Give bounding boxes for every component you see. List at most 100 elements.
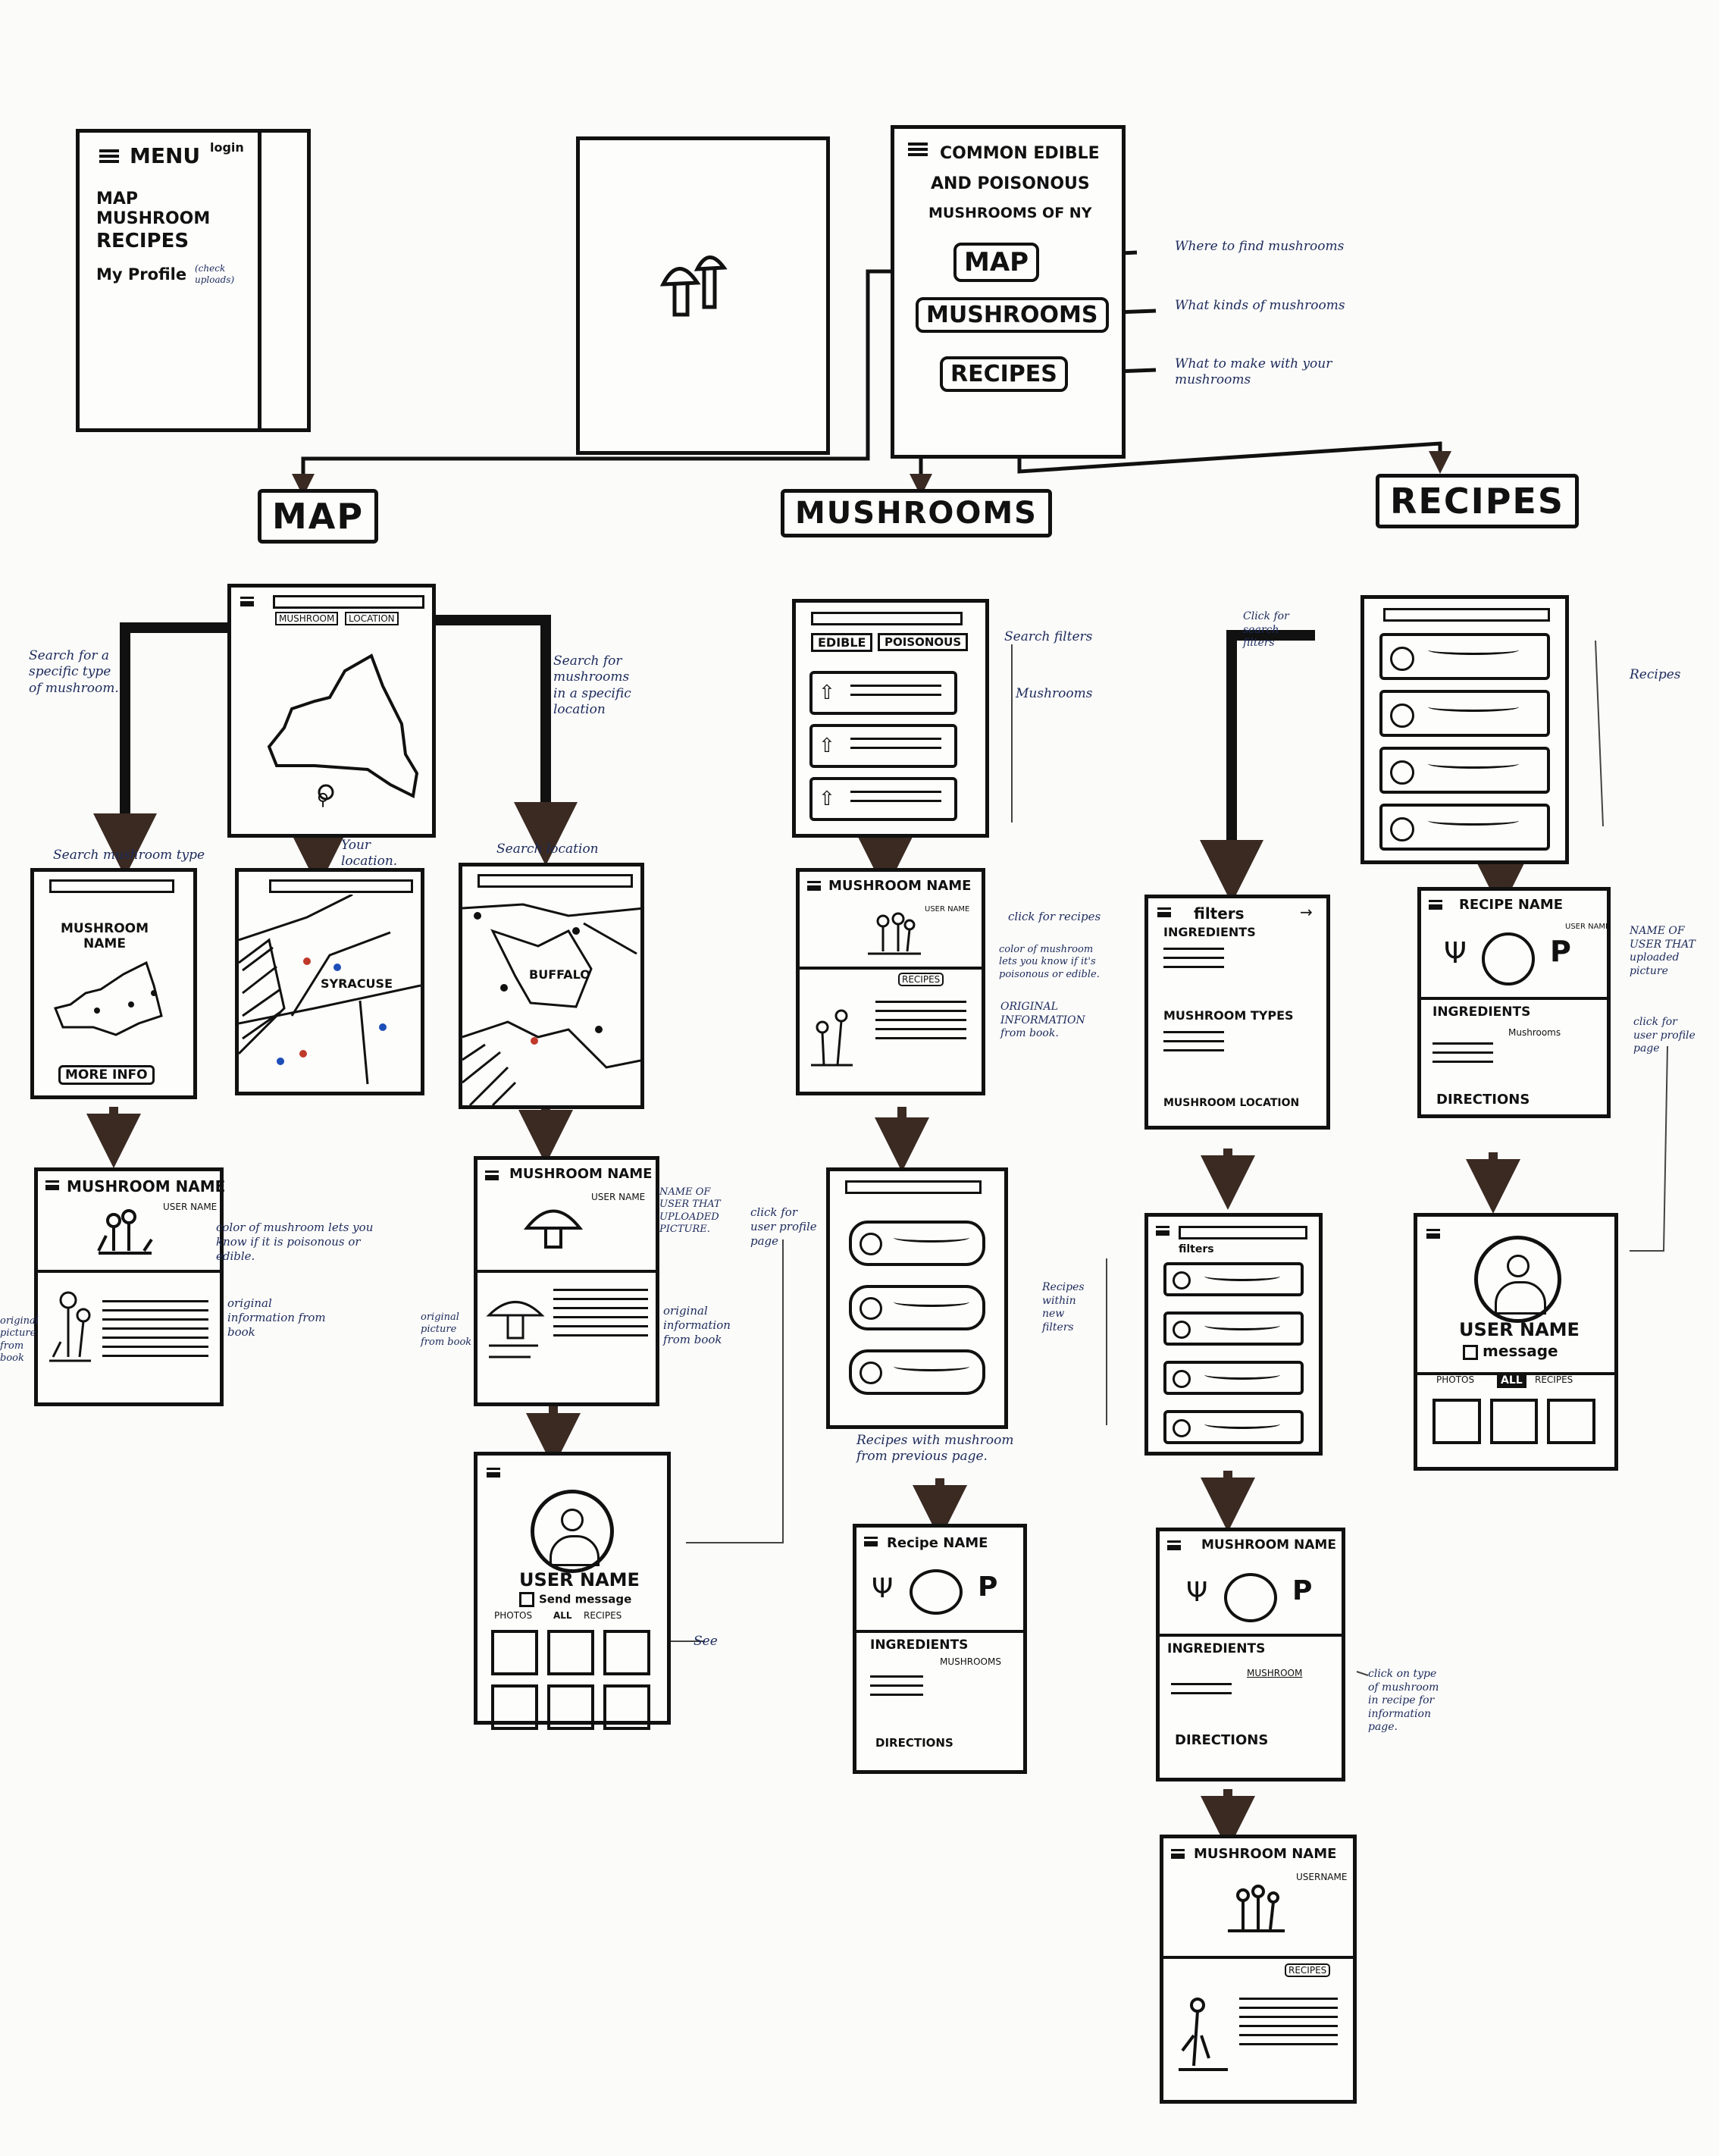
ingredients-heading: INGREDIENTS [1432, 1004, 1531, 1020]
send-message-button[interactable]: Send message [519, 1592, 631, 1607]
mushroom-list-item[interactable]: ⇧ [809, 724, 957, 768]
divider [856, 1630, 1023, 1633]
arrow-right-icon[interactable]: → [1300, 903, 1313, 921]
user-name: USER NAME [519, 1569, 640, 1590]
user-name-link[interactable]: USERNAME [1296, 1872, 1348, 1882]
ingredient-options[interactable] [1163, 948, 1224, 975]
recipe-list-item[interactable] [1379, 690, 1550, 737]
location-search-input[interactable] [478, 874, 633, 888]
home-mushrooms-button[interactable]: MUSHROOMS [916, 297, 1109, 333]
menu-icon[interactable] [864, 1537, 878, 1546]
recipe-list-item[interactable] [1163, 1262, 1304, 1296]
mushroom-type-options[interactable] [1163, 1031, 1224, 1058]
mushroom-photo-icon [523, 1209, 584, 1249]
menu-icon[interactable] [908, 143, 928, 156]
filters-label[interactable]: filters [1179, 1243, 1214, 1255]
menu-item-map[interactable]: MAP [96, 190, 139, 208]
user-name-link[interactable]: USER NAME [925, 905, 970, 913]
menu-item-mushroom[interactable]: MUSHROOM [96, 209, 211, 228]
note-recipes-with-mushroom: Recipes with mushroom from previous page… [856, 1433, 1014, 1465]
mushroom-list-item[interactable]: ⇧ [809, 777, 957, 821]
menu-icon[interactable] [1426, 1229, 1440, 1239]
mushroom-link[interactable]: MUSHROOM [1247, 1668, 1303, 1678]
filter-poisonous[interactable]: POISONOUS [878, 633, 969, 651]
profile-tab-recipes[interactable]: RECIPES [584, 1610, 622, 1621]
recipe-list-item[interactable] [849, 1221, 985, 1266]
filtered-recipes-screen: filters [1144, 1213, 1323, 1456]
divider [1421, 997, 1607, 1000]
home-map-button[interactable]: MAP [953, 243, 1040, 282]
profile-tab-recipes[interactable]: RECIPES [1535, 1374, 1573, 1385]
mini-ny-map [53, 960, 163, 1036]
recipe-search-input[interactable] [845, 1180, 982, 1194]
menu-icon[interactable] [1157, 907, 1171, 917]
filter-edible[interactable]: EDIBLE [811, 633, 873, 652]
login-link[interactable]: login [210, 140, 244, 155]
directions-heading: DIRECTIONS [1175, 1732, 1269, 1748]
menu-icon[interactable] [1156, 1226, 1169, 1236]
note-what-kinds: What kinds of mushrooms [1175, 298, 1345, 313]
profile-tab-all[interactable]: ALL [1497, 1373, 1526, 1388]
home-recipes-button[interactable]: RECIPES [940, 356, 1068, 392]
mushroom-detail-screen: MUSHROOM NAME USER NAME RECIPES [796, 868, 985, 1095]
recipe-list-item[interactable] [1163, 1410, 1304, 1444]
menu-icon[interactable] [240, 597, 254, 606]
recipe-list-item[interactable] [1379, 633, 1550, 680]
avatar [1474, 1236, 1561, 1323]
menu-icon[interactable] [1167, 1540, 1181, 1550]
profile-photo-grid [491, 1630, 650, 1730]
menu-icon[interactable] [807, 881, 821, 891]
divider [1163, 1956, 1353, 1959]
plate-icon [910, 1569, 963, 1615]
note-color-left: color of mushroom lets you know if it is… [216, 1221, 374, 1263]
recipe-thumb-icon [1173, 1321, 1191, 1339]
menu-icon[interactable] [45, 1180, 59, 1190]
menu-icon[interactable] [1429, 900, 1442, 910]
recipe-thumb-icon [1390, 817, 1414, 841]
profile-tab-photos[interactable]: PHOTOS [494, 1610, 533, 1621]
recipes-button[interactable]: RECIPES [1285, 1963, 1331, 1977]
user-name-link[interactable]: USER NAME [591, 1192, 646, 1202]
fork-icon: Ψ [1444, 936, 1467, 970]
more-info-button[interactable]: MORE INFO [58, 1065, 155, 1085]
menu-item-my-profile[interactable]: My Profile [96, 265, 187, 284]
info-text-lines [1239, 1998, 1338, 2052]
map-tab-location[interactable]: LOCATION [345, 612, 399, 625]
recipe-list-item[interactable] [1379, 804, 1550, 851]
info-text-lines [875, 1001, 966, 1046]
menu-icon[interactable] [99, 149, 119, 163]
recipe-list-item[interactable] [1379, 747, 1550, 794]
location-search-input[interactable] [269, 879, 413, 893]
mushroom-name-title: MUSHROOM NAME [1201, 1537, 1336, 1553]
location-pin-icon[interactable]: ⚲ [317, 791, 330, 810]
note-search-location: Search location [496, 841, 599, 857]
message-button[interactable]: message [1463, 1342, 1558, 1360]
menu-item-recipes[interactable]: RECIPES [96, 230, 189, 252]
recipe-thumb-icon [860, 1297, 882, 1320]
map-search-input[interactable] [273, 595, 424, 609]
menu-icon[interactable] [485, 1170, 499, 1180]
recipe-list-item[interactable] [1163, 1311, 1304, 1346]
user-name-link[interactable]: USER NAME [1565, 923, 1611, 931]
menu-icon[interactable] [487, 1468, 500, 1478]
map-tab-mushroom[interactable]: MUSHROOM [275, 612, 339, 625]
menu-icon[interactable] [1171, 1849, 1185, 1859]
mushroom-search-input[interactable] [811, 612, 963, 625]
profile-tab-photos[interactable]: PHOTOS [1436, 1374, 1475, 1385]
profile-tab-all[interactable]: ALL [553, 1610, 572, 1621]
user-name-link[interactable]: USER NAME [163, 1202, 218, 1212]
recipe-list-item[interactable] [849, 1349, 985, 1395]
mushroom-thumb-icon: ⇧ [819, 788, 835, 810]
recipe-thumb-icon [1173, 1370, 1191, 1388]
recipes-search-input[interactable] [1383, 608, 1550, 622]
recipe-list-item[interactable] [849, 1285, 985, 1330]
type-search-input[interactable] [49, 879, 174, 893]
recipe-list-item[interactable] [1163, 1361, 1304, 1395]
mushrooms-subheading: MUSHROOMS [940, 1656, 1001, 1667]
mushroom-list-item[interactable]: ⇧ [809, 671, 957, 715]
mushroom-logo-icon [659, 255, 728, 317]
filtered-search-input[interactable] [1179, 1226, 1307, 1239]
recipes-button[interactable]: RECIPES [898, 973, 944, 986]
note-search-mushroom-type: Search mushroom type [53, 848, 205, 863]
mushroom-list-screen: EDIBLE POISONOUS ⇧ ⇧ ⇧ [792, 599, 989, 838]
